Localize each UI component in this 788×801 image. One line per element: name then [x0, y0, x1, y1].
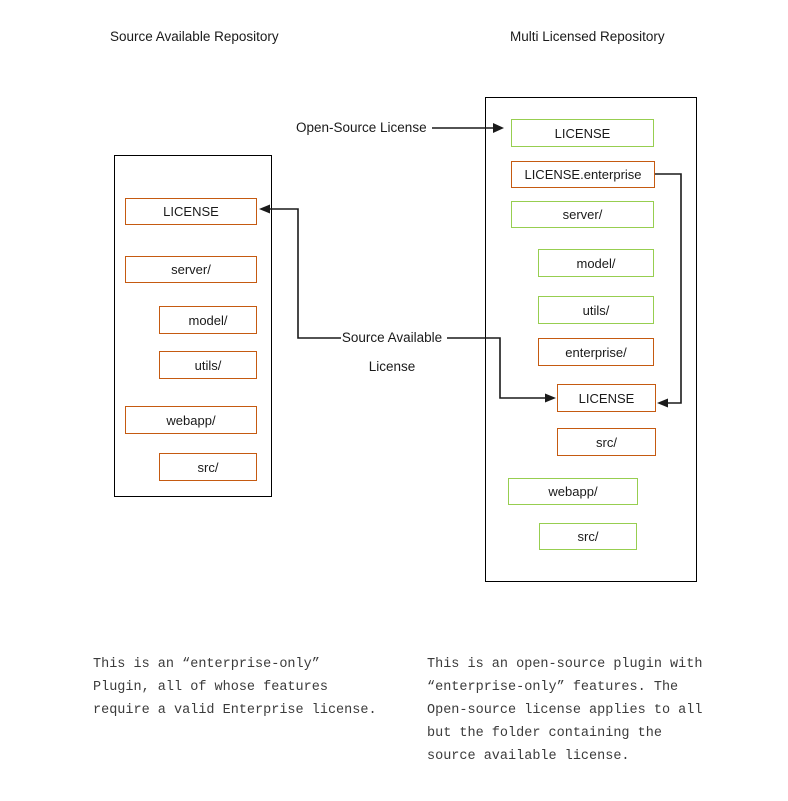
right-repo-note: This is an open-source plugin with “ente… — [427, 653, 702, 768]
right-box-enterprise-folder: enterprise/ — [538, 338, 654, 366]
left-repo-note: This is an “enterprise-only” Plugin, all… — [93, 653, 377, 722]
left-box-src: src/ — [159, 453, 257, 481]
left-box-webapp: webapp/ — [125, 406, 257, 434]
source-available-license-label: Source Available License — [340, 330, 444, 374]
note-line: Open-source license applies to all — [427, 703, 703, 718]
left-box-model: model/ — [159, 306, 257, 334]
right-box-license-enterprise: LICENSE.enterprise — [511, 161, 655, 188]
note-line: source available license. — [427, 749, 630, 764]
open-source-license-label: Open-Source License — [296, 120, 427, 135]
source-available-label-line1: Source Available — [341, 330, 443, 345]
right-box-src: src/ — [539, 523, 637, 550]
right-box-src-inner: src/ — [557, 428, 656, 456]
note-line: This is an open-source plugin with — [427, 657, 703, 672]
right-box-model: model/ — [538, 249, 654, 277]
right-box-license-open: LICENSE — [511, 119, 654, 147]
left-repo-title: Source Available Repository — [110, 29, 279, 44]
left-box-license: LICENSE — [125, 198, 257, 225]
note-line: but the folder containing the — [427, 726, 662, 741]
left-box-server: server/ — [125, 256, 257, 283]
right-box-utils: utils/ — [538, 296, 654, 324]
right-box-webapp: webapp/ — [508, 478, 638, 505]
source-available-label-line2: License — [368, 359, 416, 374]
note-line: require a valid Enterprise license. — [93, 703, 377, 718]
right-box-license-inner: LICENSE — [557, 384, 656, 412]
left-box-utils: utils/ — [159, 351, 257, 379]
note-line: Plugin, all of whose features — [93, 680, 328, 695]
note-line: “enterprise-only” features. The — [427, 680, 679, 695]
right-repo-title: Multi Licensed Repository — [510, 29, 665, 44]
note-line: This is an “enterprise-only” — [93, 657, 320, 672]
right-box-server: server/ — [511, 201, 654, 228]
